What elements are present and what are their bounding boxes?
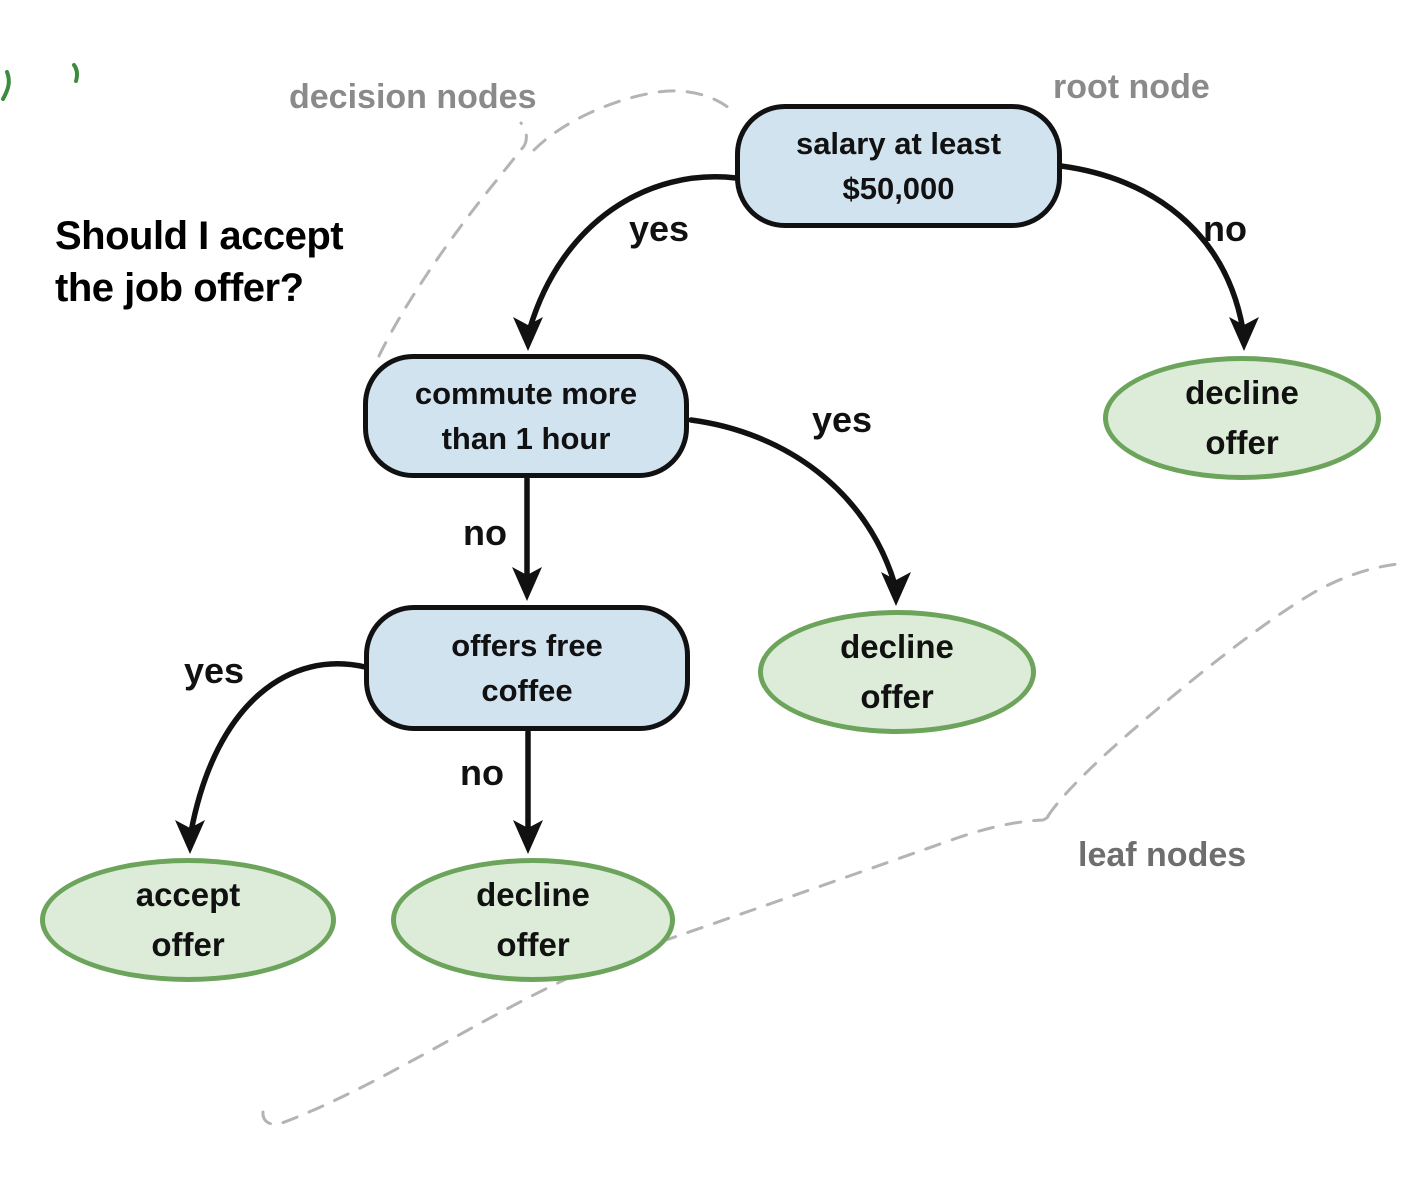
page-title-line2: the job offer? <box>55 266 304 310</box>
node-root-salary: salary at least $50,000 <box>735 104 1062 228</box>
arrowhead-root-yes <box>513 317 543 351</box>
edge-label-coffee-yes: yes <box>183 650 245 691</box>
node-commute: commute more than 1 hour <box>363 354 689 478</box>
node-decline-bottom-line2: offer <box>496 926 570 963</box>
node-decline-bottom: decline offer <box>391 858 675 982</box>
node-commute-line1: commute more <box>414 376 638 411</box>
arrowhead-coffee-no <box>513 820 543 854</box>
node-root-line2: $50,000 <box>842 171 955 206</box>
node-decline-mid: decline offer <box>758 610 1036 734</box>
edge-coffee-yes <box>188 661 368 835</box>
edge-commute-yes <box>688 417 898 588</box>
node-coffee: offers free coffee <box>364 605 690 731</box>
node-commute-line2: than 1 hour <box>441 421 611 456</box>
edge-root-no <box>1058 163 1246 333</box>
node-decline-top-line1: decline <box>1185 374 1299 411</box>
edge-label-commute-no: no <box>463 512 507 553</box>
stray-green-tick <box>72 63 80 83</box>
decision-nodes-dashed-curve-upper <box>532 89 731 152</box>
edge-label-coffee-no: no <box>460 752 504 793</box>
node-accept: accept offer <box>40 858 336 982</box>
arrowhead-commute-no <box>512 567 542 601</box>
arrowhead-coffee-yes <box>175 820 205 854</box>
node-decline-mid-line1: decline <box>840 628 954 665</box>
page-title: Should I accept the job offer? <box>55 210 344 314</box>
node-decline-mid-line2: offer <box>860 678 934 715</box>
page-title-line1: Should I accept <box>55 214 344 258</box>
annotation-leaf-nodes: leaf nodes <box>1078 836 1247 874</box>
node-decline-top-line2: offer <box>1205 424 1279 461</box>
edge-label-commute-yes: yes <box>811 399 873 440</box>
node-accept-line1: accept <box>135 876 241 913</box>
edge-label-root-yes: yes <box>628 208 690 249</box>
stray-green-squiggle <box>1 70 11 101</box>
annotation-root-node: root node <box>1053 68 1210 106</box>
arrowhead-root-no <box>1229 317 1259 351</box>
node-root-line1: salary at least <box>795 126 1002 161</box>
node-decline-top: decline offer <box>1103 356 1381 480</box>
decision-nodes-dashed-curve <box>377 121 528 358</box>
node-coffee-line2: coffee <box>481 673 573 708</box>
node-decline-bottom-line1: decline <box>476 876 590 913</box>
leaf-nodes-dashed-curve-left <box>261 804 1053 1126</box>
annotation-decision-nodes: decision nodes <box>289 78 537 116</box>
arrowhead-commute-yes <box>881 572 911 606</box>
node-accept-line2: offer <box>151 926 225 963</box>
edge-root-yes <box>527 174 739 331</box>
node-coffee-line1: offers free <box>451 628 603 663</box>
edge-label-root-no: no <box>1203 208 1247 249</box>
leaf-nodes-dashed-curve-right <box>1046 562 1400 818</box>
